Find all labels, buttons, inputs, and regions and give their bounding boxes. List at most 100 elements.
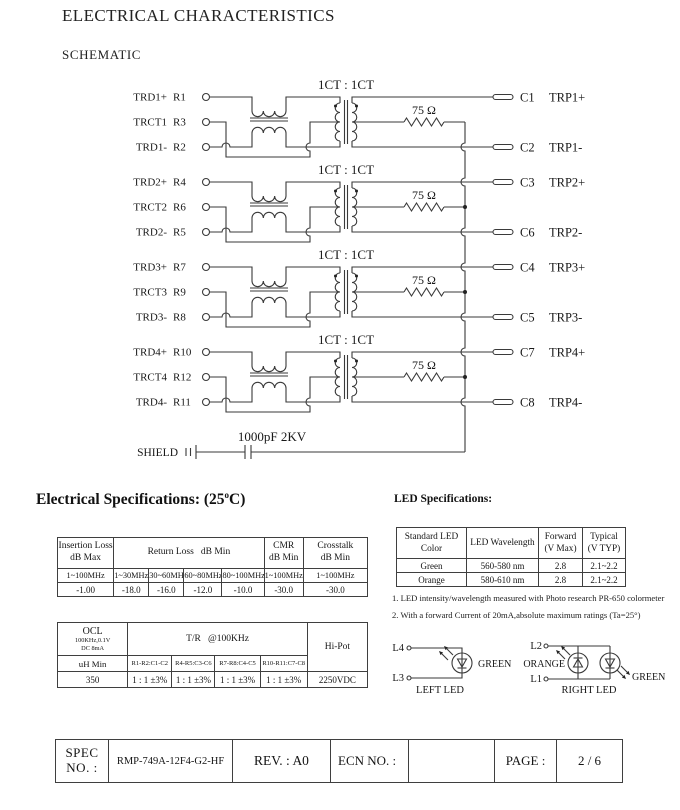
footer-row: SPEC NO. : RMP-749A-12F4-G2-HF REV. : A0… [55,739,623,783]
electrical-spec-table-ocl: OCL 100KHz,0.1V DC 8mA T/R @100KHz Hi-Po… [56,622,369,688]
led-caption: RIGHT LED [562,685,617,696]
output-pad [492,313,514,321]
input-label: TRCT1 [133,117,167,129]
termination-resistor [403,116,445,128]
loss-table-freq-row: 1~100MHz 1~30MHz 30~60MHz 60~80MHz 80~10… [56,568,369,583]
input-pin-label: R5 [173,227,186,239]
input-label: TRD4+ [133,347,167,359]
turns-ratio-label: 1CT : 1CT [318,247,374,262]
schematic-section-title: SCHEMATIC [62,47,142,62]
junction-dot [463,375,467,379]
ratio-value: 1 : 1 ±3% [171,671,216,688]
input-terminal [201,177,211,187]
page-title: ELECTRICAL CHARACTERISTICS [62,6,335,25]
output-pin-label: C6 [520,226,535,240]
output-name-label: TRP3+ [549,261,585,275]
output-pin-label: C2 [520,141,535,155]
output-pin-label: C4 [520,261,535,275]
common-bus-wire [460,122,466,452]
transformer-primary [334,187,341,227]
freq-cell: 1~100MHz [263,568,304,583]
transformer-primary [334,272,341,312]
light-arrow-icon [625,670,630,675]
input-label: TRCT3 [133,287,167,299]
choke-winding [251,211,287,219]
electrical-spec-table-loss: Insertion Loss dB Max Return Loss dB Min… [56,537,369,597]
led-spec-table: Standard LED Color LED Wavelength Forwar… [396,527,626,587]
resistor-value-label: 75 Ω [412,103,436,117]
shield-circuit: SHIELD 1000pF 2KV [137,429,465,459]
led-color-header: Standard LED Color [396,527,467,559]
led-green-row: Green 560-580 nm 2.8 2.1~2.2 [396,558,626,573]
page-value: 2 / 6 [556,739,623,783]
turns-ratio-label: 1CT : 1CT [318,77,374,92]
led-forward-header: Forward (V Max) [538,527,583,559]
capacitor-value-label: 1000pF 2KV [238,429,307,444]
input-label: TRD3- [136,312,168,324]
led-wavelength-header: LED Wavelength [466,527,539,559]
input-terminal [201,397,211,407]
polarity-dot [355,104,358,108]
loss-table-header-row: Insertion Loss dB Max Return Loss dB Min… [56,537,369,569]
ecn-no-label: ECN NO. : [330,739,409,783]
ocl-value: 350 [56,671,129,688]
shield-label: SHIELD [137,447,178,459]
light-arrow-icon [439,651,444,656]
ratio-pins-cell: R1-R2:C1-C2 [127,655,173,672]
light-arrow-icon [556,650,561,655]
junction-dot [463,205,467,209]
ocl-unit-cell: uH Min [56,655,129,672]
input-pin-label: R8 [173,312,186,324]
polarity-dot [355,274,358,278]
led-forward-cell: 2.8 [538,572,583,587]
ocl-table-header-row: OCL 100KHz,0.1V DC 8mA T/R @100KHz Hi-Po… [56,622,369,672]
ocl-condition-2: DC 8mA [81,644,105,652]
output-name-label: TRP4- [549,396,582,410]
output-pad [492,143,514,151]
led-pin-label: L3 [392,673,404,684]
polarity-dot [334,104,337,108]
output-pad [492,178,514,186]
value-cell: -18.0 [113,582,150,597]
input-terminal [201,287,211,297]
insertion-loss-header: Insertion Loss dB Max [56,537,115,569]
light-arrow-icon [561,646,566,651]
input-pin-label: R6 [173,202,186,214]
input-pin-label: R2 [173,142,186,154]
hipot-header: Hi-Pot [306,622,369,672]
value-cell: -10.0 [221,582,265,597]
choke-core [250,372,288,377]
output-pad [492,263,514,271]
output-name-label: TRP2+ [549,176,585,190]
input-terminal [201,142,211,152]
ocl-table-value-row: 350 1 : 1 ±3% 1 : 1 ±3% 1 : 1 ±3% 1 : 1 … [56,671,369,688]
polarity-dot [355,189,358,193]
hipot-value: 2250VDC [306,671,369,688]
resistor-value-label: 75 Ω [412,188,436,202]
input-terminal [201,262,211,272]
input-label: TRD2+ [133,177,167,189]
led-terminal [543,676,549,682]
choke-core [250,117,288,122]
freq-cell: 1~30MHz [113,568,150,583]
turns-ratio-label: 1CT : 1CT [318,162,374,177]
light-arrow-icon [621,674,626,679]
ratio-pins-cell: R4-R5:C3-C6 [171,655,216,672]
input-terminal [201,347,211,357]
output-pin-label: C8 [520,396,535,410]
value-cell: -30.0 [263,582,304,597]
turns-ratio-label: 1CT : 1CT [318,332,374,347]
output-pin-label: C5 [520,311,535,325]
capacitor-symbol [244,445,252,459]
center-tap-wire [209,376,340,413]
shield-terminal-symbol [185,445,197,459]
led-color-cell: Green [396,558,467,573]
value-cell: -1.00 [56,582,115,597]
led-terminal [543,643,549,649]
choke-winding [251,280,287,288]
value-cell: -30.0 [302,582,369,597]
input-pin-label: R1 [173,92,186,104]
